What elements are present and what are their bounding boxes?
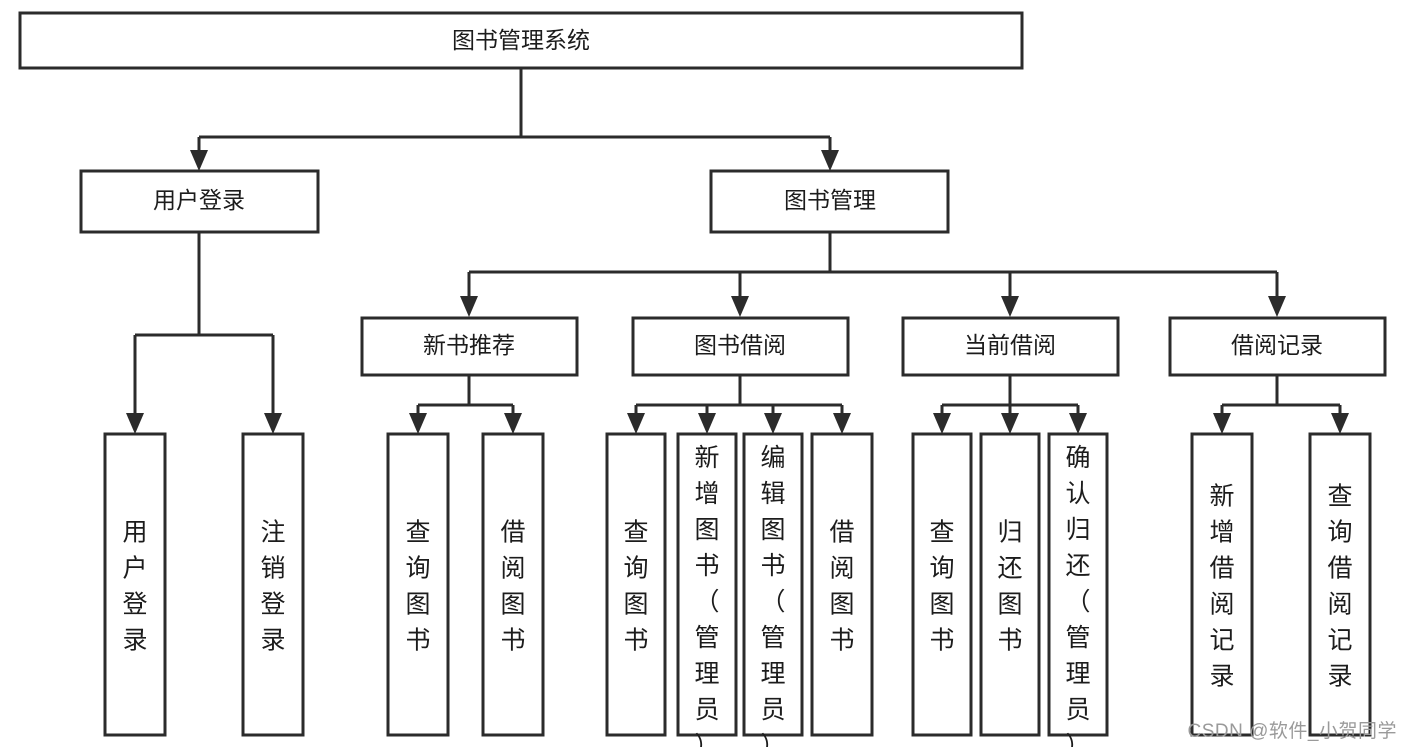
- node-book-borrow-box: [631, 316, 850, 377]
- node-leaf-new-book-1[interactable]: 查询图书: [386, 432, 450, 737]
- node-leaf-borrow-record-1[interactable]: 新增借阅记录: [1190, 432, 1254, 737]
- node-leaf-user-login-1[interactable]: 用户登录: [103, 432, 167, 737]
- node-new-book-recommend-label: 新书推荐: [423, 332, 515, 358]
- node-borrow-record-box: [1168, 316, 1387, 377]
- node-current-borrow-label: 当前借阅: [964, 332, 1056, 358]
- node-leaf-book-borrow-3[interactable]: 编辑图书（管理员）: [742, 432, 804, 747]
- arrow-head-new-book-leaf-2: [504, 413, 522, 434]
- node-leaf-borrow-record-2-box: [1308, 432, 1372, 737]
- node-leaf-user-login-1-label: 用户登录: [122, 519, 147, 655]
- arrow-head-borrow-record-leaf-1: [1213, 413, 1231, 434]
- connector-group-current-borrow: [933, 375, 1087, 434]
- node-book-manage-box: [709, 169, 950, 234]
- node-new-book-recommend-box: [360, 316, 579, 377]
- node-leaf-book-borrow-2-box: [676, 432, 738, 737]
- connector-group-root: [190, 68, 839, 171]
- node-leaf-book-borrow-2[interactable]: 新增图书（管理员）: [676, 432, 738, 747]
- arrow-head-book-manage-to-borrow-record: [1268, 296, 1286, 317]
- arrow-head-book-borrow-leaf-3: [764, 413, 782, 434]
- node-root-system-label: 图书管理系统: [452, 27, 590, 53]
- arrow-head-book-manage-to-book-borrow: [731, 296, 749, 317]
- arrow-head-current-borrow-leaf-2: [1001, 413, 1019, 434]
- node-leaf-current-borrow-2-label: 归还图书: [997, 519, 1022, 655]
- node-root-system-box: [18, 11, 1024, 70]
- arrow-head-book-borrow-leaf-4: [833, 413, 851, 434]
- connector-group-new-book: [409, 375, 522, 434]
- node-book-borrow[interactable]: 图书借阅: [631, 316, 850, 377]
- node-leaf-user-login-2[interactable]: 注销登录: [241, 432, 305, 737]
- node-leaf-new-book-2-box: [481, 432, 545, 737]
- node-leaf-user-login-2-label: 注销登录: [260, 519, 285, 655]
- node-leaf-current-borrow-1-label: 查询图书: [929, 519, 954, 655]
- node-borrow-record[interactable]: 借阅记录: [1168, 316, 1387, 377]
- node-book-manage-label: 图书管理: [784, 187, 876, 213]
- node-leaf-current-borrow-1[interactable]: 查询图书: [911, 432, 973, 737]
- arrow-head-root-to-book-manage: [821, 150, 839, 171]
- node-leaf-book-borrow-1[interactable]: 查询图书: [605, 432, 667, 737]
- node-leaf-new-book-2[interactable]: 借阅图书: [481, 432, 545, 737]
- node-leaf-borrow-record-2[interactable]: 查询借阅记录: [1308, 432, 1372, 737]
- node-leaf-current-borrow-3[interactable]: 确认归还（管理员）: [1047, 432, 1109, 747]
- node-user-login-box: [79, 169, 320, 234]
- node-leaf-book-borrow-4-box: [810, 432, 874, 737]
- node-leaf-current-borrow-1-box: [911, 432, 973, 737]
- node-leaf-borrow-record-1-label: 新增借阅记录: [1209, 483, 1234, 691]
- arrow-head-book-manage-to-current-borrow: [1001, 296, 1019, 317]
- node-leaf-book-borrow-3-label: 编辑图书（管理员）: [760, 444, 785, 747]
- connector-group-borrow-record: [1213, 375, 1349, 434]
- node-leaf-borrow-record-2-label: 查询借阅记录: [1327, 483, 1352, 691]
- connector-group-user-login: [126, 232, 282, 434]
- node-book-borrow-label: 图书借阅: [694, 332, 786, 358]
- arrow-head-current-borrow-leaf-1: [933, 413, 951, 434]
- node-leaf-current-borrow-2[interactable]: 归还图书: [979, 432, 1041, 737]
- node-leaf-new-book-1-box: [386, 432, 450, 737]
- node-leaf-current-borrow-3-label: 确认归还（管理员）: [1065, 444, 1090, 747]
- node-leaf-book-borrow-4[interactable]: 借阅图书: [810, 432, 874, 737]
- node-borrow-record-label: 借阅记录: [1231, 332, 1323, 358]
- node-leaf-user-login-1-box: [103, 432, 167, 737]
- node-root-system[interactable]: 图书管理系统: [18, 11, 1024, 70]
- connector-group-book-manage: [460, 232, 1286, 317]
- node-leaf-new-book-1-label: 查询图书: [405, 519, 430, 655]
- node-leaf-book-borrow-1-box: [605, 432, 667, 737]
- node-current-borrow-box: [901, 316, 1120, 377]
- node-user-login-label: 用户登录: [153, 187, 245, 213]
- arrow-head-book-manage-to-new-book: [460, 296, 478, 317]
- node-leaf-book-borrow-4-label: 借阅图书: [829, 519, 854, 655]
- node-leaf-user-login-2-box: [241, 432, 305, 737]
- arrow-head-root-to-user-login: [190, 150, 208, 171]
- node-leaf-current-borrow-2-box: [979, 432, 1041, 737]
- node-new-book-recommend[interactable]: 新书推荐: [360, 316, 579, 377]
- arrow-head-user-login-leaf-1: [126, 413, 144, 434]
- node-leaf-book-borrow-2-label: 新增图书（管理员）: [694, 444, 719, 747]
- connector-group-book-borrow: [627, 375, 851, 434]
- arrow-head-user-login-leaf-2: [264, 413, 282, 434]
- node-leaf-current-borrow-3-box: [1047, 432, 1109, 737]
- arrow-head-current-borrow-leaf-3: [1069, 413, 1087, 434]
- arrow-head-book-borrow-leaf-2: [698, 413, 716, 434]
- arrow-head-new-book-leaf-1: [409, 413, 427, 434]
- arrow-head-borrow-record-leaf-2: [1331, 413, 1349, 434]
- node-leaf-borrow-record-1-box: [1190, 432, 1254, 737]
- node-current-borrow[interactable]: 当前借阅: [901, 316, 1120, 377]
- arrow-head-book-borrow-leaf-1: [627, 413, 645, 434]
- node-leaf-book-borrow-3-box: [742, 432, 804, 737]
- node-leaf-new-book-2-label: 借阅图书: [500, 519, 525, 655]
- node-book-manage[interactable]: 图书管理: [709, 169, 950, 234]
- node-user-login[interactable]: 用户登录: [79, 169, 320, 234]
- node-leaf-book-borrow-1-label: 查询图书: [623, 519, 648, 655]
